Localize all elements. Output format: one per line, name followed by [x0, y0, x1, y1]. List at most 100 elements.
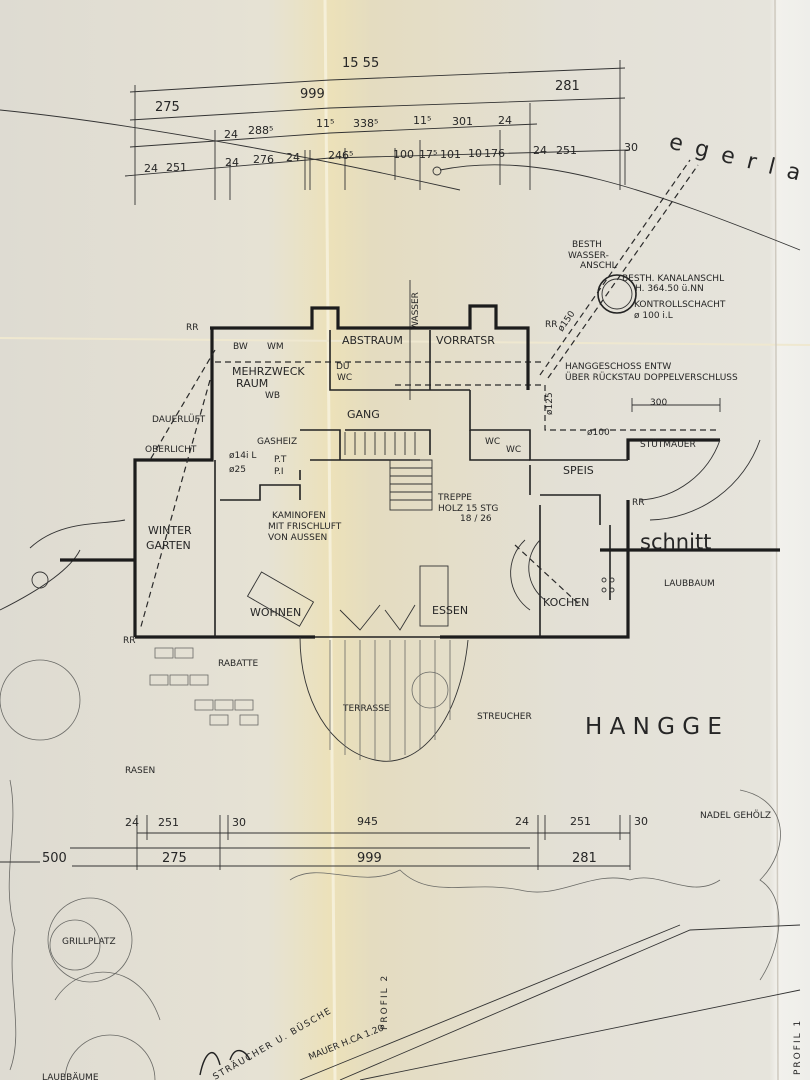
dim-label: 10: [468, 147, 482, 160]
inspection-shaft-label: KONTROLLSCHACHT: [634, 300, 726, 310]
room-multipurpose: RAUM: [236, 377, 268, 390]
room-dining: ESSEN: [432, 604, 468, 617]
dim-label: 24: [125, 816, 139, 829]
dim-label: 11⁵: [316, 117, 334, 130]
pipe-label: ø125: [545, 392, 555, 415]
drainage-note: ÜBER RÜCKSTAU DOPPELVERSCHLUSS: [565, 372, 738, 383]
dim-label: 24: [533, 144, 547, 157]
ventilation-label: DAUERLÜFT: [152, 414, 206, 425]
dim-label: 301: [452, 115, 473, 128]
dim-label: 275: [162, 851, 187, 866]
sewer-connection-label: BESTH. KANALANSCHL: [622, 274, 724, 284]
pipe-label: ø14i L: [229, 451, 256, 461]
fixture-label: DU: [336, 362, 350, 372]
gas-heating-label: GASHEIZ: [257, 437, 297, 447]
retaining-wall-dim: 300: [650, 398, 667, 408]
dim-label: 288⁵: [248, 124, 273, 137]
room-labels: MEHRZWECK RAUM ABSTRAUM VORRATSR GANG GA…: [145, 334, 594, 619]
dim-label: 281: [555, 79, 580, 94]
room-pantry-store: VORRATSR: [436, 334, 495, 347]
top-dimensions: 15 55 275 999 281 24 288⁵ 11⁵ 338⁵ 11⁵ 3…: [0, 56, 801, 251]
rain-pipe-label: RR: [545, 320, 558, 330]
pt-label: P.T: [274, 455, 287, 465]
dim-label: 251: [556, 144, 577, 157]
dim-label: 945: [357, 815, 378, 828]
stairs-label: TREPPE: [437, 493, 472, 503]
paper-fold: [323, 0, 337, 1080]
water-connection-label: ANSCHL: [580, 261, 617, 271]
dim-label: 24: [515, 815, 529, 828]
fixture-label: WC: [506, 445, 521, 455]
rain-pipe-label: RR: [632, 498, 645, 508]
profile-label: PROFIL 1: [793, 1019, 803, 1075]
paper-fold: [0, 337, 810, 346]
water-connection-label: BESTH: [572, 240, 602, 250]
dim-label: 275: [155, 100, 180, 115]
dim-label: 281: [572, 851, 597, 866]
slope-floor-title: H A N G G E: [585, 714, 722, 740]
trees-label: LAUBBÄUME: [42, 1072, 99, 1080]
utilities: BESTH WASSER- ANSCHL BESTH. KANALANSCHL …: [123, 159, 738, 646]
fixture-label: WB: [265, 391, 280, 401]
fixture-label: BW: [233, 342, 248, 352]
dim-label: 251: [570, 815, 591, 828]
dim-overall: 15 55: [342, 56, 379, 71]
inspection-shaft-label: ø 100 i.L: [634, 311, 673, 321]
dim-label: 24: [225, 156, 239, 169]
stairs-label: 18 / 26: [460, 514, 492, 524]
stairs-label: HOLZ 15 STG: [438, 504, 498, 514]
signature: [199, 1049, 251, 1076]
room-kitchen: KOCHEN: [543, 596, 589, 609]
shrubs-label: STREUCHER: [477, 712, 532, 722]
water-line-label: WASSER: [411, 292, 421, 330]
dim-label: 17⁵: [419, 148, 437, 161]
dim-label: 999: [357, 851, 382, 866]
dim-label: 251: [158, 816, 179, 829]
dim-label: 276: [253, 153, 274, 166]
building-walls: [133, 304, 780, 639]
terrace-label: TERRASSE: [342, 704, 390, 714]
conifers-label: NADEL GEHÖLZ: [700, 810, 771, 821]
dim-label: 999: [300, 87, 325, 102]
dim-label: 101: [440, 148, 461, 161]
dim-label: 338⁵: [353, 117, 378, 130]
fixture-label: WC: [337, 373, 352, 383]
dim-label: 176: [484, 147, 505, 160]
drainage-note: HANGGESCHOSS ENTW: [565, 362, 671, 372]
room-living: WOHNEN: [250, 606, 301, 619]
room-multipurpose: MEHRZWECK: [232, 365, 305, 378]
lawn-label: RASEN: [125, 766, 155, 776]
ventilation-label: OBERLICHT: [145, 445, 197, 455]
sewer-connection-label: H. 364.50 ü.NN: [635, 284, 704, 294]
stove-label: MIT FRISCHLUFT: [268, 522, 342, 532]
room-winter-garden: WINTER: [148, 524, 192, 537]
room-storage: ABSTRAUM: [342, 334, 403, 347]
fixture-label: WC: [485, 437, 500, 447]
dim-label: 246⁵: [328, 149, 353, 162]
dim-label: 11⁵: [413, 114, 431, 127]
dim-label: 500: [42, 851, 67, 866]
dim-label: 24: [286, 151, 300, 164]
dim-label: 100: [393, 148, 414, 161]
room-winter-garden: GARTEN: [146, 539, 191, 552]
stove-label: VON AUSSEN: [268, 533, 327, 543]
rain-pipe-label: RR: [186, 323, 199, 333]
dim-label: 30: [232, 816, 246, 829]
rain-pipe-label: RR: [123, 636, 136, 646]
bbq-label: GRILLPLATZ: [62, 937, 116, 947]
room-pantry: SPEIS: [563, 464, 594, 477]
border-bed-label: RABATTE: [218, 659, 259, 669]
dim-label: 251: [166, 161, 187, 174]
tree-label: LAUBBAUM: [664, 579, 715, 589]
dim-label: 30: [624, 141, 638, 154]
profile-label: PROFIL 2: [380, 974, 390, 1030]
dim-label: 24: [498, 114, 512, 127]
water-connection-label: WASSER-: [568, 251, 609, 261]
bottom-dimensions: 24 251 30 945 24 251 30 500 275 999 281: [0, 815, 648, 870]
paper-fold: [774, 0, 779, 1080]
dim-label: 24: [144, 162, 158, 175]
fixture-label: WM: [267, 342, 284, 352]
pipe-label: ø100: [587, 428, 610, 438]
